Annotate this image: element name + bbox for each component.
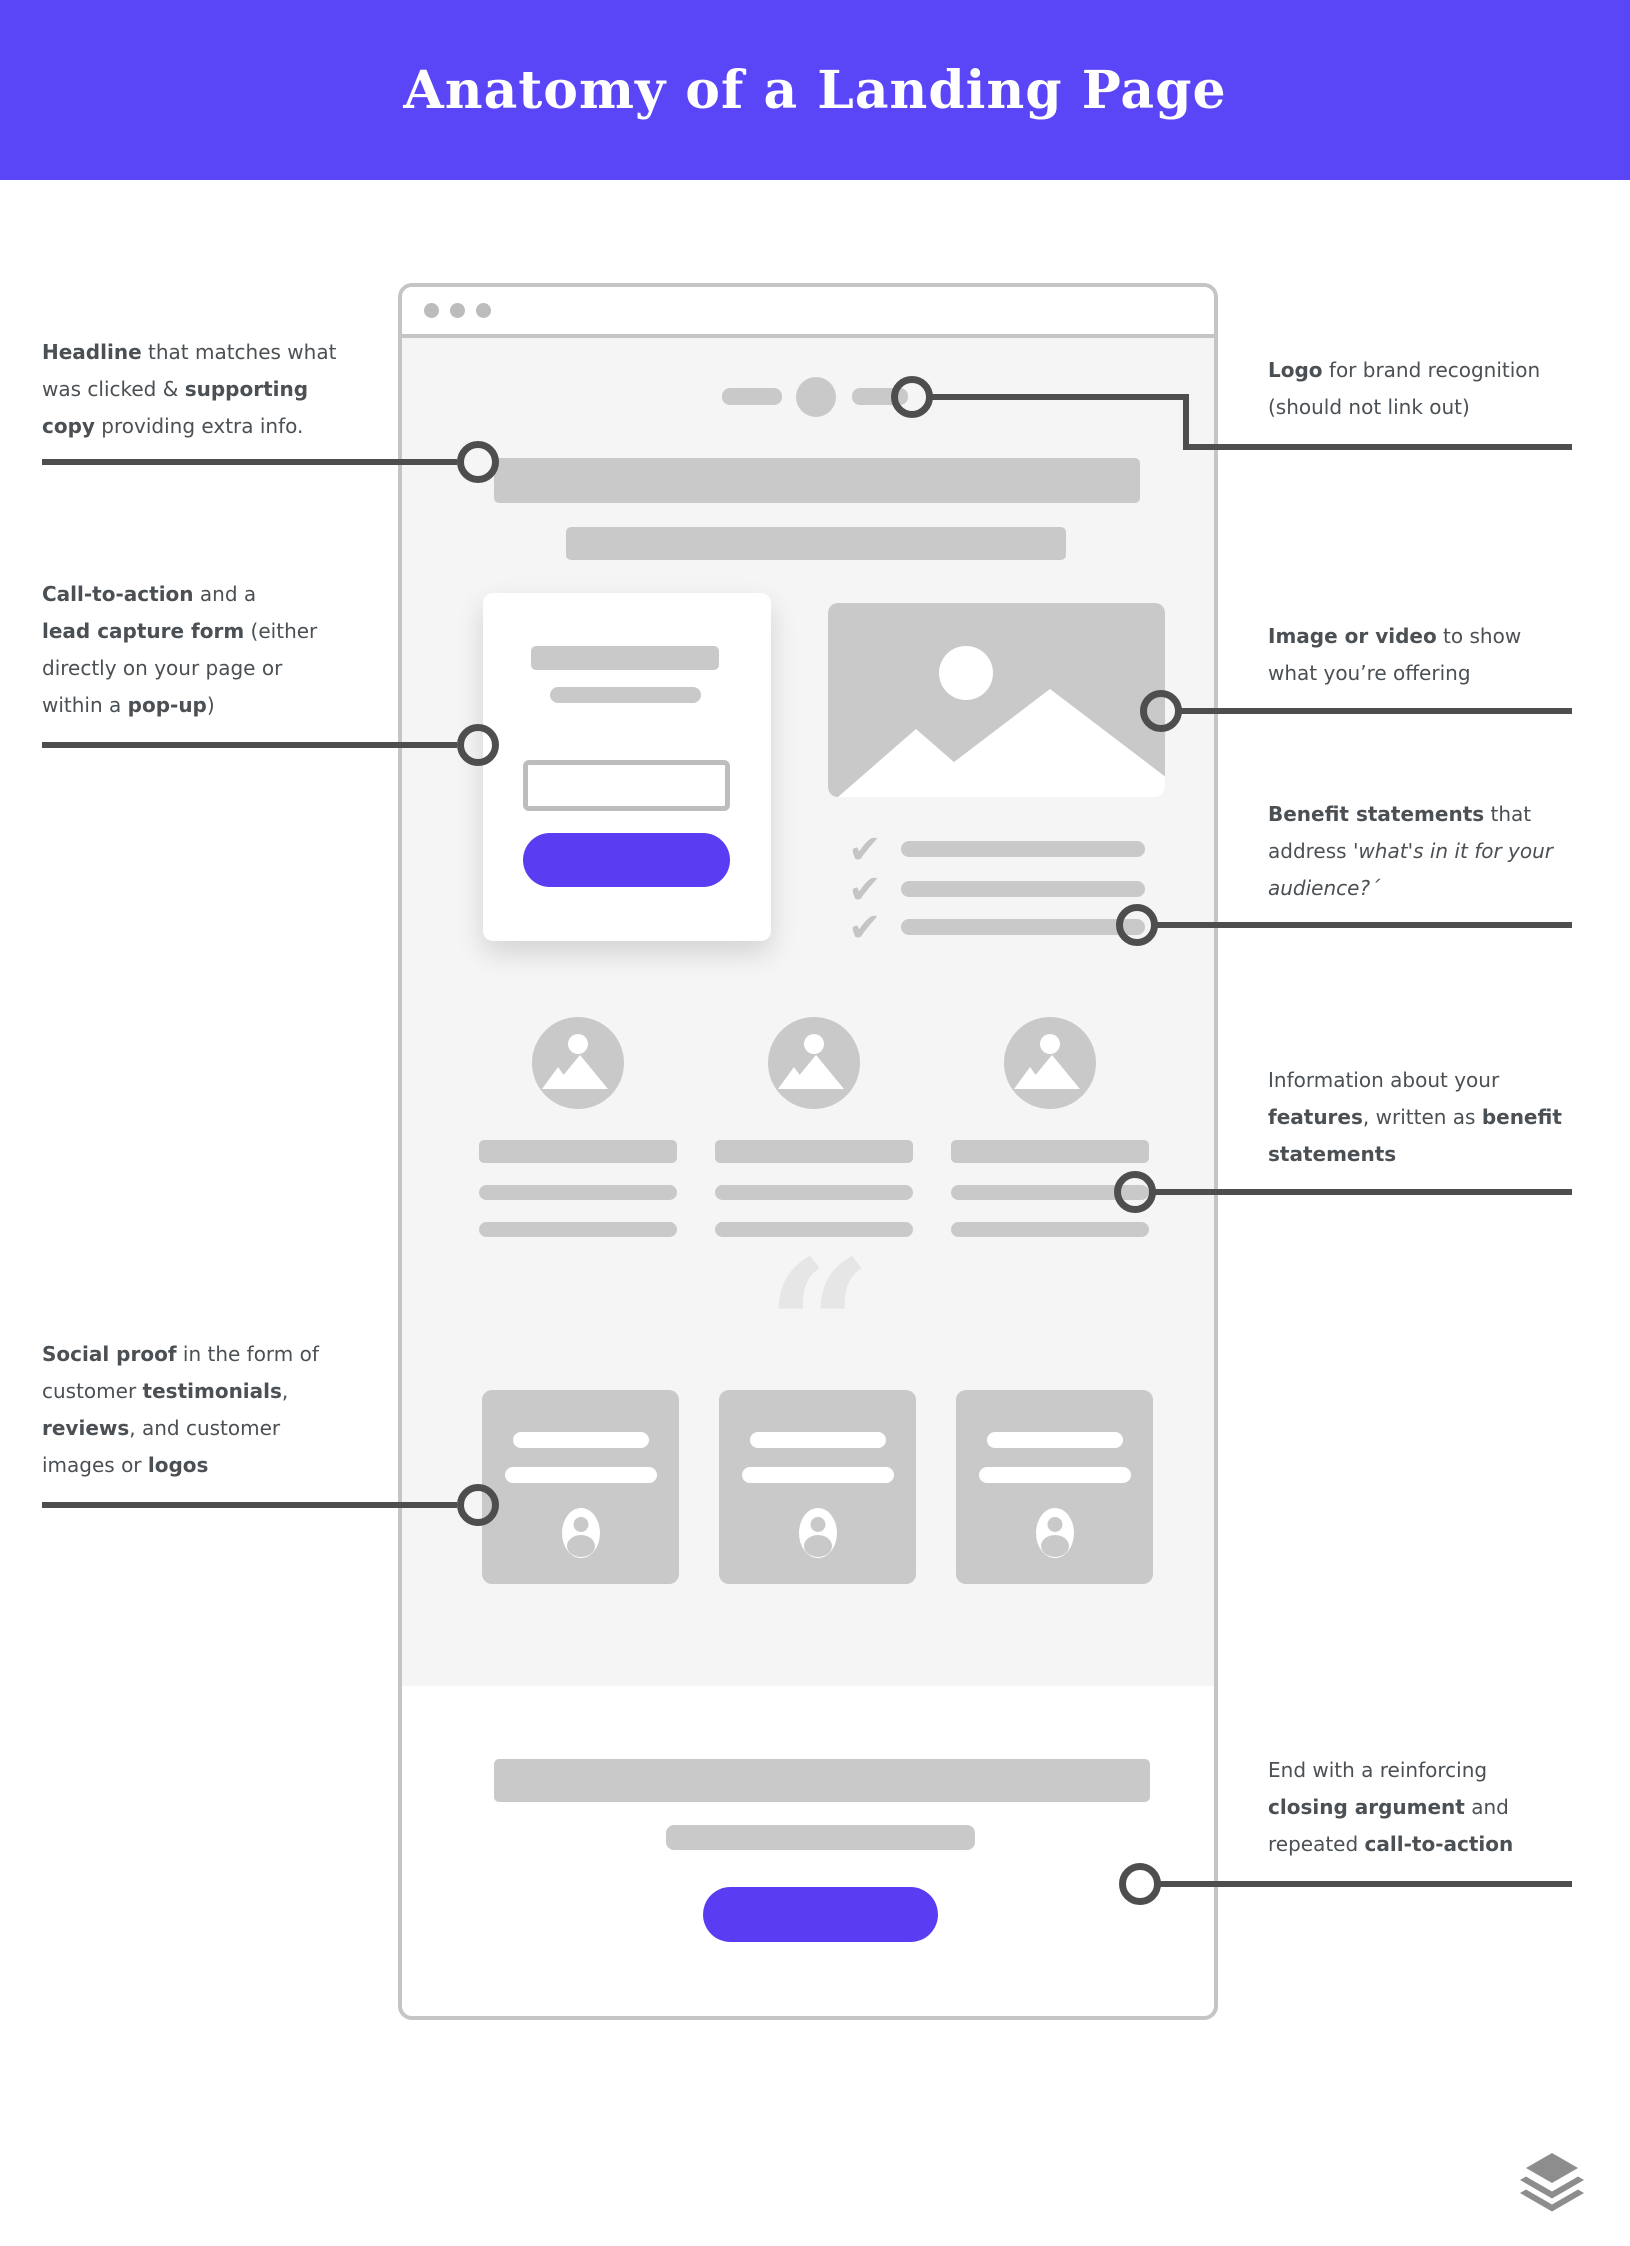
connector-circle xyxy=(457,1484,499,1526)
testimonial-card xyxy=(719,1390,916,1584)
feature-text-placeholder xyxy=(479,1185,677,1200)
connector-line xyxy=(1180,708,1572,714)
connector-line xyxy=(42,742,457,748)
feature-title-placeholder xyxy=(715,1140,913,1163)
connector-line xyxy=(931,394,1189,400)
connector-circle xyxy=(1116,904,1158,946)
nav-link-bar xyxy=(722,388,782,405)
feature-image-icon xyxy=(532,1017,624,1109)
connector-line xyxy=(42,1502,457,1508)
headline-placeholder xyxy=(494,458,1140,503)
connector-circle xyxy=(1119,1863,1161,1905)
repeated-cta-button-placeholder xyxy=(703,1887,938,1942)
image-placeholder-icon xyxy=(828,603,1165,797)
feature-title-placeholder xyxy=(951,1140,1149,1163)
connector-line xyxy=(42,459,457,465)
supporting-copy-placeholder xyxy=(566,527,1066,560)
hero-image-placeholder xyxy=(828,603,1165,797)
annotation-logo: Logo for brand recognition(should not li… xyxy=(1268,358,1541,419)
browser-titlebar xyxy=(402,287,1214,338)
benefit-line-placeholder xyxy=(901,841,1145,857)
connector-circle xyxy=(457,441,499,483)
feature-image-icon xyxy=(768,1017,860,1109)
testimonial-text-placeholder xyxy=(987,1432,1123,1448)
connector-circle xyxy=(1114,1171,1156,1213)
feature-title-placeholder xyxy=(479,1140,677,1163)
person-icon xyxy=(798,1508,837,1558)
window-dot-icon xyxy=(476,303,491,318)
connector-circle xyxy=(1140,690,1182,732)
checkmark-icon: ✔ xyxy=(848,905,882,951)
connector-line xyxy=(1159,1881,1572,1887)
testimonial-text-placeholder xyxy=(742,1467,894,1483)
feature-text-placeholder xyxy=(951,1222,1149,1237)
page-title: Anatomy of a Landing Page xyxy=(403,59,1227,121)
site-logo-placeholder xyxy=(796,377,836,417)
benefit-line-placeholder xyxy=(901,881,1145,897)
feature-text-placeholder xyxy=(715,1222,913,1237)
connector-line xyxy=(1183,444,1572,450)
browser-window-mockup: ✔ ✔ ✔ xyxy=(398,283,1218,2020)
testimonial-card xyxy=(956,1390,1153,1584)
feature-text-placeholder xyxy=(951,1185,1149,1200)
checkmark-icon: ✔ xyxy=(848,867,882,913)
connector-circle xyxy=(457,724,499,766)
connector-line xyxy=(1156,922,1572,928)
testimonial-text-placeholder xyxy=(979,1467,1131,1483)
lead-capture-form-card xyxy=(483,593,771,941)
cta-button-placeholder xyxy=(523,833,730,887)
feature-text-placeholder xyxy=(479,1222,677,1237)
connector-circle xyxy=(891,376,933,418)
window-dot-icon xyxy=(424,303,439,318)
testimonial-text-placeholder xyxy=(513,1432,649,1448)
feature-text-placeholder xyxy=(715,1185,913,1200)
testimonial-text-placeholder xyxy=(750,1432,886,1448)
form-subtitle-placeholder xyxy=(550,687,701,703)
page-header: Anatomy of a Landing Page xyxy=(0,0,1630,180)
closing-headline-placeholder xyxy=(494,1759,1150,1802)
person-icon xyxy=(1035,1508,1074,1558)
testimonial-card xyxy=(482,1390,679,1584)
form-title-placeholder xyxy=(531,646,719,670)
connector-line xyxy=(1183,394,1189,450)
person-icon xyxy=(561,1508,600,1558)
benefit-line-placeholder xyxy=(901,919,1145,935)
feature-image-icon xyxy=(1004,1017,1096,1109)
connector-line xyxy=(1154,1189,1572,1195)
testimonial-text-placeholder xyxy=(505,1467,657,1483)
checkmark-icon: ✔ xyxy=(848,827,882,873)
form-input-placeholder xyxy=(523,760,730,811)
closing-copy-placeholder xyxy=(666,1825,975,1850)
buffer-layers-icon xyxy=(1520,2153,1584,2212)
window-dot-icon xyxy=(450,303,465,318)
